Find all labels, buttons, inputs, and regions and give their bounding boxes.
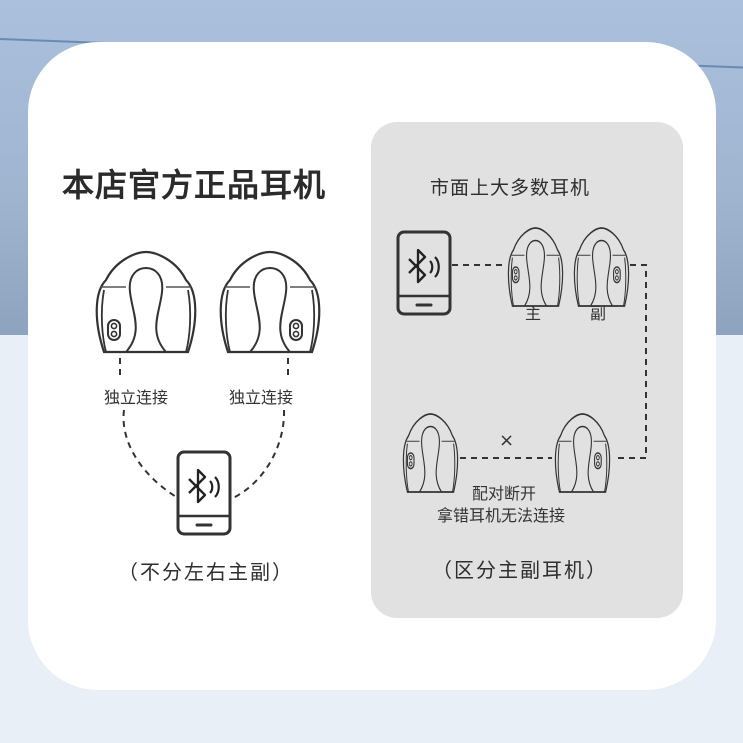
disconnect-text-line2: 拿错耳机无法连接 [437,506,566,525]
earbud-icon-secondary [573,227,630,307]
comparison-panel-right [371,122,683,618]
phone-bluetooth-icon-left [176,450,232,536]
earbud-icon-right [219,250,321,354]
right-title: 市面上大多数耳机 [430,177,591,199]
left-title: 本店官方正品耳机 [62,166,327,204]
cross-mark: × [499,430,515,451]
right-caption: （区分主副耳机） [432,558,608,582]
earbud-icon-bottom-right [554,413,611,493]
right-earbud-label: 独立连接 [229,388,294,407]
secondary-label: 副 [590,304,607,323]
left-earbud-label: 独立连接 [104,388,169,407]
primary-label: 主 [525,304,542,323]
left-caption: （不分左右主副） [118,560,294,584]
earbud-icon-left [95,250,197,354]
disconnect-text-line1: 配对断开 [472,484,537,503]
earbud-icon-bottom-left [402,413,459,493]
phone-bluetooth-icon-right [396,230,452,316]
earbud-icon-primary [507,227,564,307]
